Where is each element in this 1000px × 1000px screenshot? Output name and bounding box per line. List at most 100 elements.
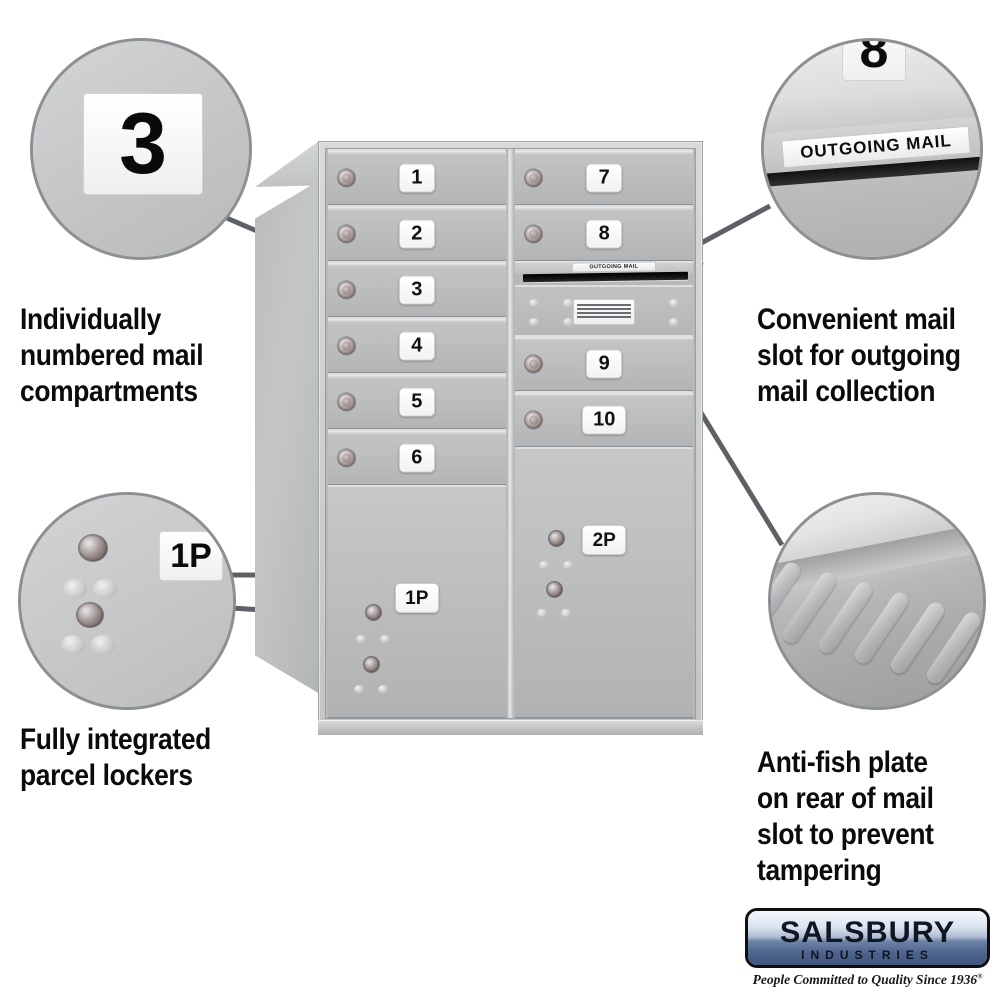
bumper-dot [378, 685, 388, 693]
callout-circle-numbered-compartments: 3 [30, 38, 252, 260]
lock-icon[interactable] [338, 225, 355, 242]
bumper-dot [561, 609, 572, 617]
bumper-dot [380, 635, 390, 643]
caption-line: Individually [20, 303, 162, 336]
bumper-dot [537, 609, 548, 617]
bumper-dot [669, 299, 679, 307]
usps-access-panel[interactable] [515, 285, 693, 338]
bumper-dot [563, 318, 574, 326]
bumper-dot [539, 561, 550, 569]
logo-brand-text: SALSBURY [779, 916, 956, 949]
caption-anti-fish-plate: Anti-fish plate on rear of mail slot to … [757, 745, 1000, 889]
lock-icon[interactable] [338, 281, 355, 298]
lock-icon[interactable] [549, 531, 565, 546]
caption-line: Anti-fish plate [757, 746, 928, 779]
compartment-door-10[interactable]: 10 [515, 391, 693, 447]
left-column: 1 2 3 4 5 [326, 149, 508, 718]
parcel-locker-door-1p[interactable]: 1P [328, 485, 506, 718]
compartment-number-placard: 6 [398, 443, 435, 472]
caption-line: compartments [20, 375, 198, 408]
lock-icon[interactable] [547, 582, 563, 597]
caption-line: slot for outgoing [757, 339, 961, 372]
salsbury-industries-logo: SALSBURY INDUSTRIES People Committed to … [745, 908, 990, 992]
compartment-number-placard: 9 [586, 349, 623, 378]
callout-zoom-view: 8 OUTGOING MAIL [764, 41, 980, 257]
compartment-door-8[interactable]: 8 [515, 205, 693, 261]
caption-line: parcel lockers [20, 759, 193, 792]
logo-tagline-text: People Committed to Quality Since 1936 [752, 972, 978, 987]
bumper-dot [563, 561, 574, 569]
outgoing-mail-label: OUTGOING MAIL [572, 261, 656, 273]
caption-outgoing-mail-slot: Convenient mail slot for outgoing mail c… [757, 302, 1000, 410]
compartment-number-placard: 4 [398, 331, 435, 360]
bumper-dot [91, 635, 115, 655]
bumper-dot [529, 299, 540, 307]
lock-icon[interactable] [366, 605, 381, 620]
caption-line: numbered mail [20, 339, 204, 372]
compartment-number-placard: 2 [398, 219, 435, 248]
compartment-door-4[interactable]: 4 [328, 317, 506, 373]
lock-icon[interactable] [525, 225, 543, 242]
unit-frame: 1 2 3 4 5 [318, 141, 703, 735]
logo-pill: SALSBURY INDUSTRIES [745, 908, 990, 968]
column-divider [507, 149, 514, 718]
unit-base-trim [318, 720, 703, 735]
bumper-dot [669, 318, 679, 326]
lock-icon[interactable] [79, 535, 107, 561]
bumper-dot [563, 299, 574, 307]
callout-circle-parcel-lockers: 1P [18, 492, 236, 710]
outgoing-mail-slot[interactable]: OUTGOING MAIL [515, 261, 693, 285]
callout-circle-outgoing-mail-slot: 8 OUTGOING MAIL [761, 38, 983, 260]
parcel-locker-placard: 2P [582, 525, 627, 555]
lock-icon[interactable] [525, 411, 543, 428]
logo-pill-gradient [748, 911, 987, 965]
caption-numbered-compartments: Individually numbered mail compartments [20, 302, 310, 410]
lock-icon[interactable] [77, 603, 103, 627]
compartment-number-placard: 10 [582, 405, 627, 434]
compartment-number-placard: 7 [586, 163, 623, 192]
lock-icon[interactable] [338, 169, 355, 186]
callout-zoom-view: 1P [21, 495, 233, 707]
callout-zoom-view: 3 [33, 41, 249, 257]
compartment-number-placard-zoom: 3 [83, 93, 203, 195]
compartment-door-3[interactable]: 3 [328, 261, 506, 317]
bumper-dot [529, 318, 540, 326]
lock-icon[interactable] [338, 449, 355, 466]
bumper-dot [354, 685, 364, 693]
compartment-door-5[interactable]: 5 [328, 373, 506, 429]
caption-parcel-lockers: Fully integrated parcel lockers [20, 722, 310, 794]
bumper-dot [356, 635, 366, 643]
compartment-number-placard-zoom: 8 [842, 41, 906, 81]
caption-line: mail collection [757, 375, 936, 408]
compartment-door-9[interactable]: 9 [515, 335, 693, 391]
mailbox-unit: 1 2 3 4 5 [255, 133, 710, 738]
lock-icon[interactable] [525, 355, 543, 372]
bumper-dot [93, 579, 117, 599]
logo-sub-text: INDUSTRIES [801, 948, 934, 962]
bumper-dot [63, 579, 87, 599]
right-column: 7 8 OUTGOING MAIL [513, 149, 695, 718]
compartment-door-2[interactable]: 2 [328, 205, 506, 261]
caption-line: Convenient mail [757, 303, 956, 336]
unit-frame-inner: 1 2 3 4 5 [325, 148, 696, 719]
caption-line: slot to prevent [757, 818, 934, 851]
lock-icon[interactable] [525, 169, 543, 186]
compartment-door-1[interactable]: 1 [328, 149, 506, 205]
slot-opening [522, 271, 688, 283]
unit-side-panel [255, 177, 325, 697]
logo-tagline: People Committed to Quality Since 1936® [745, 972, 990, 988]
lock-icon[interactable] [364, 657, 379, 672]
compartment-number-placard: 5 [398, 387, 435, 416]
compartment-number-placard: 8 [586, 219, 623, 248]
compartment-door-7[interactable]: 7 [515, 149, 693, 205]
registered-mark: ® [977, 972, 983, 981]
lock-icon[interactable] [338, 337, 355, 354]
callout-zoom-view [771, 495, 983, 707]
caption-line: tampering [757, 854, 882, 887]
callout-circle-anti-fish-plate [768, 492, 986, 710]
parcel-locker-door-2p[interactable]: 2P [515, 447, 693, 718]
lock-icon[interactable] [338, 393, 355, 410]
compartment-door-6[interactable]: 6 [328, 429, 506, 485]
usps-access-label [573, 299, 636, 325]
